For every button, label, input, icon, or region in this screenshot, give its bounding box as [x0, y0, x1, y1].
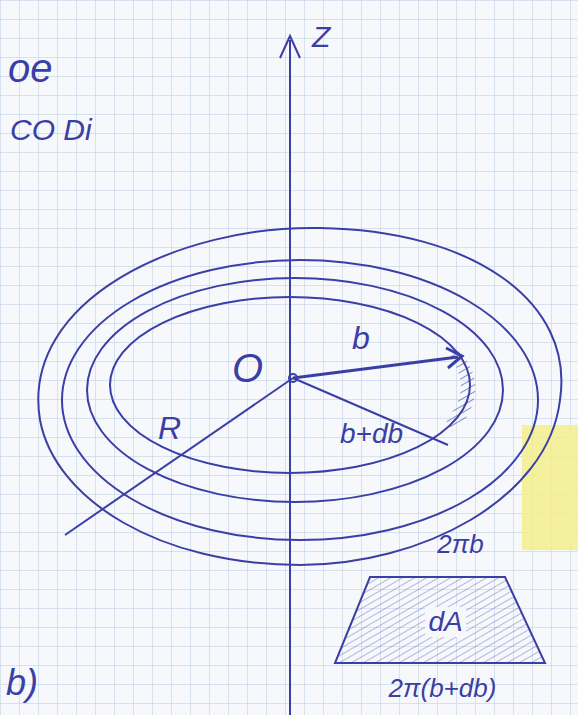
margin-note: oe [8, 48, 53, 88]
origin-label: O [232, 348, 263, 388]
sticky-note [522, 425, 578, 550]
ring-ellipse [87, 278, 503, 502]
margin-note: b) [6, 665, 38, 701]
radius-arrowhead [446, 348, 462, 368]
hatched-ring [446, 350, 475, 432]
margin-note: CO Di [10, 115, 92, 145]
radius-label: R [158, 412, 181, 444]
trapezoid-shape [335, 577, 545, 663]
radius-r [65, 378, 293, 535]
area-element: 2πb dA 2π(b+db) [325, 525, 560, 710]
length-label: 2π(b+db) [389, 675, 497, 701]
outer-ellipse [38, 228, 561, 565]
length-label: 2πb [437, 531, 483, 557]
ring-curves [38, 228, 561, 565]
axis-label: Z [312, 22, 330, 52]
origin-point [289, 374, 297, 382]
radius-b [293, 357, 458, 378]
ring-ellipse [62, 260, 538, 540]
area-label: dA [425, 607, 465, 637]
radius-label: b [352, 322, 370, 354]
axis-arrowhead [280, 36, 300, 58]
radius-label: b+db [340, 420, 403, 448]
